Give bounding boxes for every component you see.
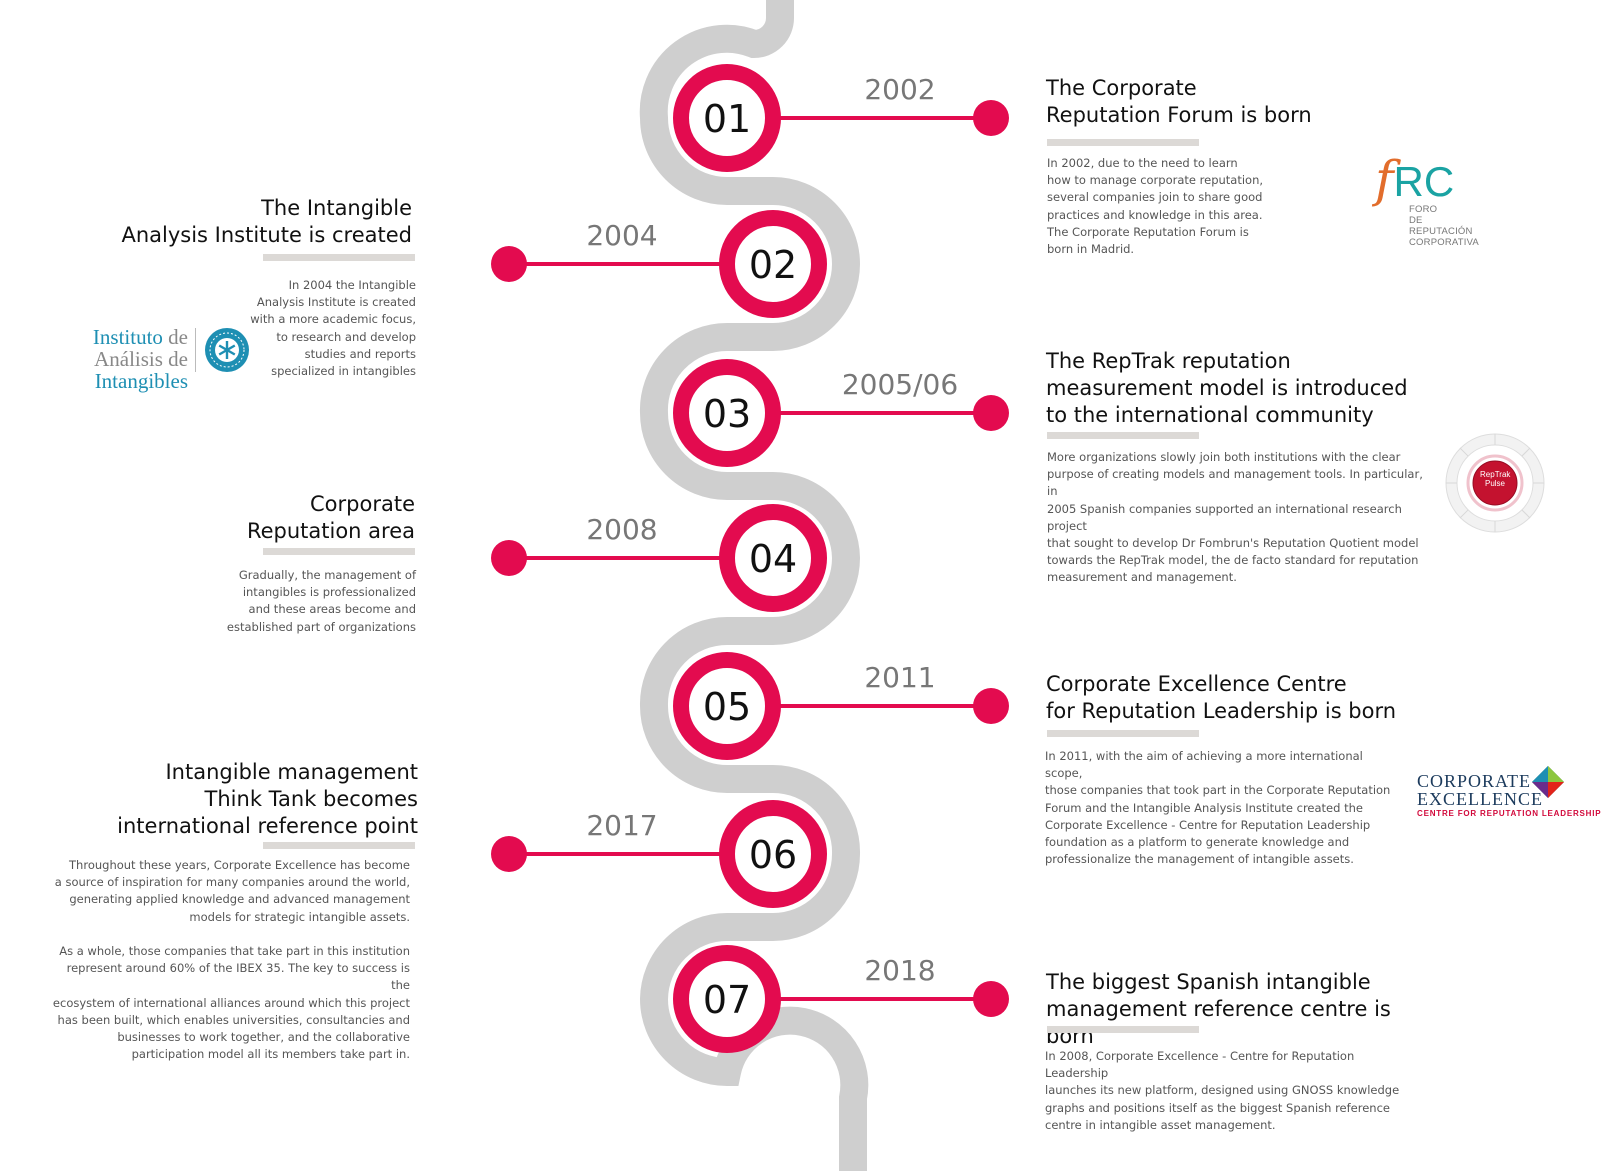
ce-diamond-icon — [1532, 766, 1564, 798]
milestone-07-description: In 2008, Corporate Excellence - Centre f… — [1045, 1049, 1400, 1132]
milestone-06-underline — [263, 842, 415, 849]
milestone-02-year: 2004 — [586, 219, 657, 252]
milestone-05-description: In 2011, with the aim of achieving a mor… — [1045, 749, 1391, 867]
milestone-02-number: 02 — [749, 243, 797, 287]
ce-logo-tagline: CENTRE FOR REPUTATION LEADERSHIP — [1417, 809, 1602, 818]
milestone-05-underline — [1047, 730, 1199, 737]
milestone-05-year: 2011 — [864, 661, 935, 694]
milestone-01-ring — [673, 64, 781, 172]
timeline-markers: 012002022004032005/060420080520110620170… — [491, 64, 1009, 1053]
milestone-01-end-dot — [973, 100, 1009, 136]
milestone-01-year: 2002 — [864, 73, 935, 106]
milestone-06-marker: 06 2017 — [491, 800, 827, 908]
milestone-02-ring — [719, 210, 827, 318]
milestone-06-description: Throughout these years, Corporate Excell… — [52, 858, 410, 1062]
milestone-02-underline — [263, 254, 415, 261]
iai-seal-icon — [205, 328, 249, 372]
timeline-track — [639, 0, 869, 1171]
milestone-06-year: 2017 — [586, 809, 657, 842]
milestone-03-underline — [1047, 432, 1199, 439]
frc-logo-f: f — [1375, 150, 1394, 208]
milestone-05-ring — [673, 652, 781, 760]
milestone-04-ring — [719, 504, 827, 612]
milestone-01-number: 01 — [703, 97, 751, 141]
milestone-06-ring — [719, 800, 827, 908]
milestone-03-number: 03 — [703, 392, 751, 436]
milestone-04-year: 2008 — [586, 513, 657, 546]
frc-logo-rc: RC — [1393, 158, 1455, 205]
milestone-05-end-dot — [973, 688, 1009, 724]
iai-logo: Instituto de Análisis de Intangibles — [0, 324, 255, 392]
reptrak-wheel-icon — [1445, 433, 1545, 533]
milestone-03-year: 2005/06 — [842, 368, 958, 401]
milestone-07-year: 2018 — [864, 954, 935, 987]
milestone-04-underline — [263, 548, 415, 555]
milestone-07-underline — [1047, 1026, 1199, 1033]
milestone-03-description: More organizations slowly join both inst… — [1047, 450, 1423, 585]
milestone-04-marker: 04 2008 — [491, 504, 827, 612]
milestone-05-number: 05 — [703, 685, 751, 729]
milestone-03-end-dot — [973, 395, 1009, 431]
milestone-07-ring — [673, 945, 781, 1053]
milestone-07-marker: 07 2018 — [673, 945, 1009, 1053]
iai-logo-divider — [195, 328, 196, 372]
milestone-07-number: 07 — [703, 978, 751, 1022]
milestone-06-number: 06 — [749, 833, 797, 877]
milestone-03-ring — [673, 359, 781, 467]
milestone-07-end-dot — [973, 981, 1009, 1017]
milestone-02-marker: 02 2004 — [491, 210, 827, 318]
milestone-04-number: 04 — [749, 537, 797, 581]
milestone-02-end-dot — [491, 246, 527, 282]
iai-logo-text: Instituto de Análisis de Intangibles — [92, 325, 188, 393]
milestone-01-marker: 01 2002 — [673, 64, 1009, 172]
milestone-06-end-dot — [491, 836, 527, 872]
milestone-03-marker: 03 2005/06 — [673, 359, 1009, 467]
milestone-01-underline — [1047, 139, 1199, 146]
milestone-05-marker: 05 2011 — [673, 652, 1009, 760]
milestone-04-end-dot — [491, 540, 527, 576]
